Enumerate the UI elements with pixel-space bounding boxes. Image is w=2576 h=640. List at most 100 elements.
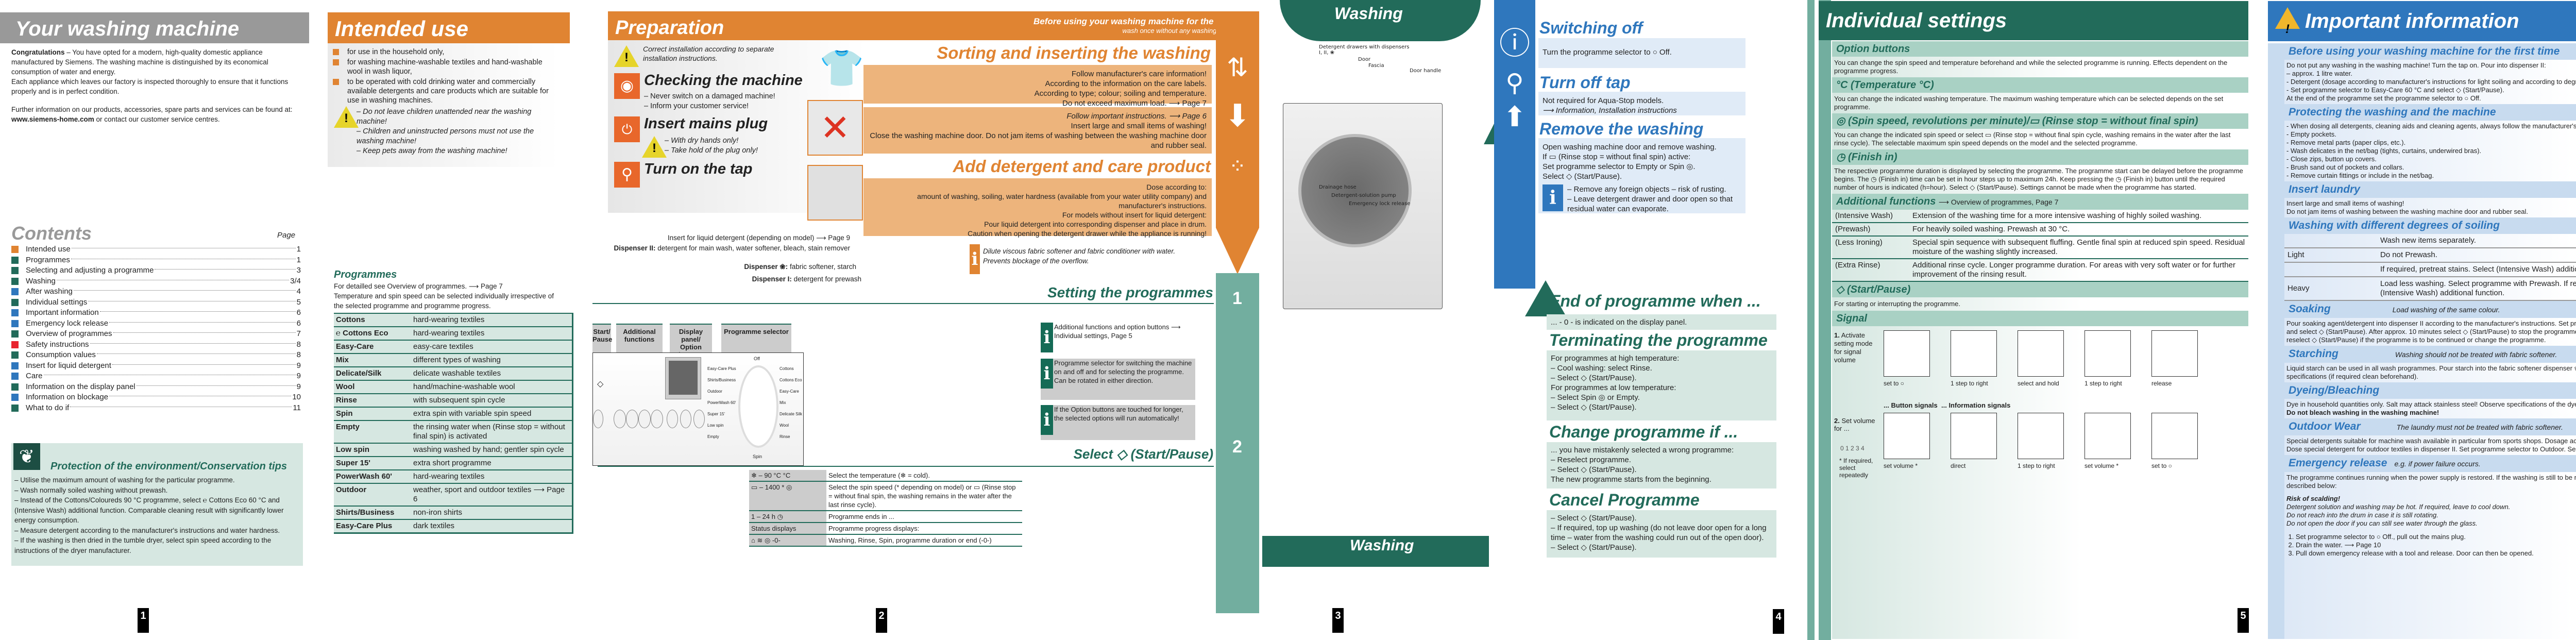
- toc-page: 7: [296, 329, 301, 338]
- start-pause-button[interactable]: [593, 410, 603, 428]
- programme-description: the rinsing water when (Rinse stop = wit…: [411, 420, 573, 443]
- dial-programme-label[interactable]: Empty: [707, 434, 719, 439]
- dial-programme-label[interactable]: Delicate Silk: [779, 412, 803, 416]
- toc-dots: [112, 364, 296, 365]
- extra-rinse-button[interactable]: [651, 410, 663, 428]
- dial-programme-label[interactable]: Cottons: [779, 366, 794, 371]
- signal-panel: [1884, 330, 1930, 377]
- detergent-line: Caution when opening the detergent drawe…: [968, 229, 1207, 238]
- insert-down-icon: ⬇: [1224, 98, 1251, 133]
- environment-tips: – Utilise the maximum amount of washing …: [14, 475, 298, 555]
- programme-description: hard-wearing textiles: [411, 313, 573, 327]
- cancel-programme-title: Cancel Programme: [1549, 491, 1700, 509]
- programme-selector-dial[interactable]: [738, 365, 778, 448]
- protect-line: - Remove metal parts (paper clips, etc.)…: [2286, 139, 2406, 146]
- programmes-notes: For detailled see Overview of programmes…: [334, 281, 555, 311]
- insert-line: Follow important instructions. ⟶ Page 6: [1066, 112, 1207, 121]
- finish-in-title: ◷ (Finish in): [1832, 149, 2248, 165]
- soak-sub: Load washing of the same colour.: [2392, 306, 2500, 314]
- dial-programme-label[interactable]: Cottons Eco: [779, 378, 802, 382]
- washing-header-shape: [1280, 0, 1481, 41]
- detergent-line: For models without insert for liquid det…: [1062, 211, 1207, 219]
- dial-programme-label[interactable]: Easy-Care: [779, 389, 799, 394]
- remove-line: Select ◇ (Start/Pause).: [1543, 172, 1622, 181]
- programmes-title: Programmes: [334, 269, 397, 280]
- option-key: Status displays: [749, 523, 826, 534]
- additional-function-desc: For heavily soiled washing. Prewash at 3…: [1909, 223, 2248, 237]
- start-pause-title: ◇ (Start/Pause): [1832, 282, 2248, 297]
- signal-panel: [2018, 330, 2064, 377]
- clothes-illustration: 👕: [819, 48, 865, 88]
- important-title: Important information: [2305, 10, 2519, 32]
- temperature-button[interactable]: [667, 410, 678, 428]
- signal-panel: [1951, 330, 1997, 377]
- protect-line: - Remove curtain fittings or include in …: [2286, 172, 2434, 179]
- toc-label: Individual settings: [26, 297, 88, 307]
- intensive-wash-button[interactable]: [614, 410, 626, 428]
- dial-programme-label[interactable]: Shirts/Business: [707, 378, 736, 382]
- liquid-insert-label: Insert for liquid detergent (depending o…: [667, 234, 850, 242]
- soiling-desc: If required, pretreat stains. Select (In…: [2377, 262, 2576, 277]
- machine-part-label-door: Door: [1358, 57, 1371, 62]
- dial-programme-label[interactable]: Super 15': [707, 412, 725, 416]
- contents-page-label: Page: [277, 231, 296, 240]
- information-signals-label: ... Information signals: [1941, 401, 2011, 409]
- dial-programme-label[interactable]: Outdoor: [707, 389, 722, 394]
- soiling-row: If required, pretreat stains. Select (In…: [2284, 262, 2576, 277]
- toc-label: Important information: [26, 308, 99, 317]
- change-line: The new programme starts from the beginn…: [1551, 475, 1711, 484]
- prewash-button[interactable]: [626, 410, 638, 428]
- toc-label: Information on the display panel: [26, 382, 135, 391]
- dial-programme-label[interactable]: Mix: [779, 400, 786, 405]
- remove-info-lines: – Remove any foreign objects – risk of r…: [1567, 184, 1741, 214]
- less-ironing-button[interactable]: [638, 410, 651, 428]
- dial-programme-label[interactable]: Rinse: [779, 434, 790, 439]
- toc-color-marker: [11, 362, 19, 369]
- dial-programme-label[interactable]: Easy-Care Plus: [707, 366, 736, 371]
- programme-description: extra spin with variable spin speed: [411, 407, 573, 420]
- toc-page: 1: [296, 245, 301, 254]
- spin-speed-button[interactable]: [680, 410, 691, 428]
- dial-programme-label[interactable]: PowerWash 60': [707, 400, 736, 405]
- info-selector: i Programme selector for switching the m…: [1041, 359, 1195, 400]
- cancel-line: – Select ◇ (Start/Pause).: [1551, 543, 1637, 552]
- first-use-line: Do not put any washing in the washing ma…: [2286, 61, 2546, 69]
- soiling-title: Washing with different degrees of soilin…: [2284, 217, 2576, 234]
- finish-in-button[interactable]: [693, 410, 705, 428]
- outdoor-wear-title: Outdoor Wear: [2289, 420, 2361, 432]
- info-options-text: If the Option buttons are touched for lo…: [1054, 406, 1183, 422]
- programme-name: PowerWash 60': [334, 469, 411, 483]
- environment-tip: – Measure detergent according to the man…: [14, 526, 280, 534]
- dial-programme-label[interactable]: Low spin: [707, 423, 724, 428]
- environment-tip: – Instead of the Cottons/Coloureds 90 °C…: [14, 496, 284, 524]
- additional-function-row: (Extra Rinse)Additional rinse cycle. Lon…: [1832, 259, 2248, 282]
- dial-programme-label[interactable]: Wool: [779, 423, 789, 428]
- arrow-down-step: [1216, 228, 1259, 274]
- programme-row: PowerWash 60'hard-wearing textiles: [334, 469, 573, 483]
- change-line: ... you have mistakenly selected a wrong…: [1551, 446, 1734, 454]
- tap-icon: ⚲: [614, 162, 640, 188]
- change-line: – Reselect programme.: [1551, 456, 1631, 464]
- programme-row: Super 15'extra short programme: [334, 456, 573, 470]
- website-link[interactable]: www.siemens-home.com: [11, 115, 94, 123]
